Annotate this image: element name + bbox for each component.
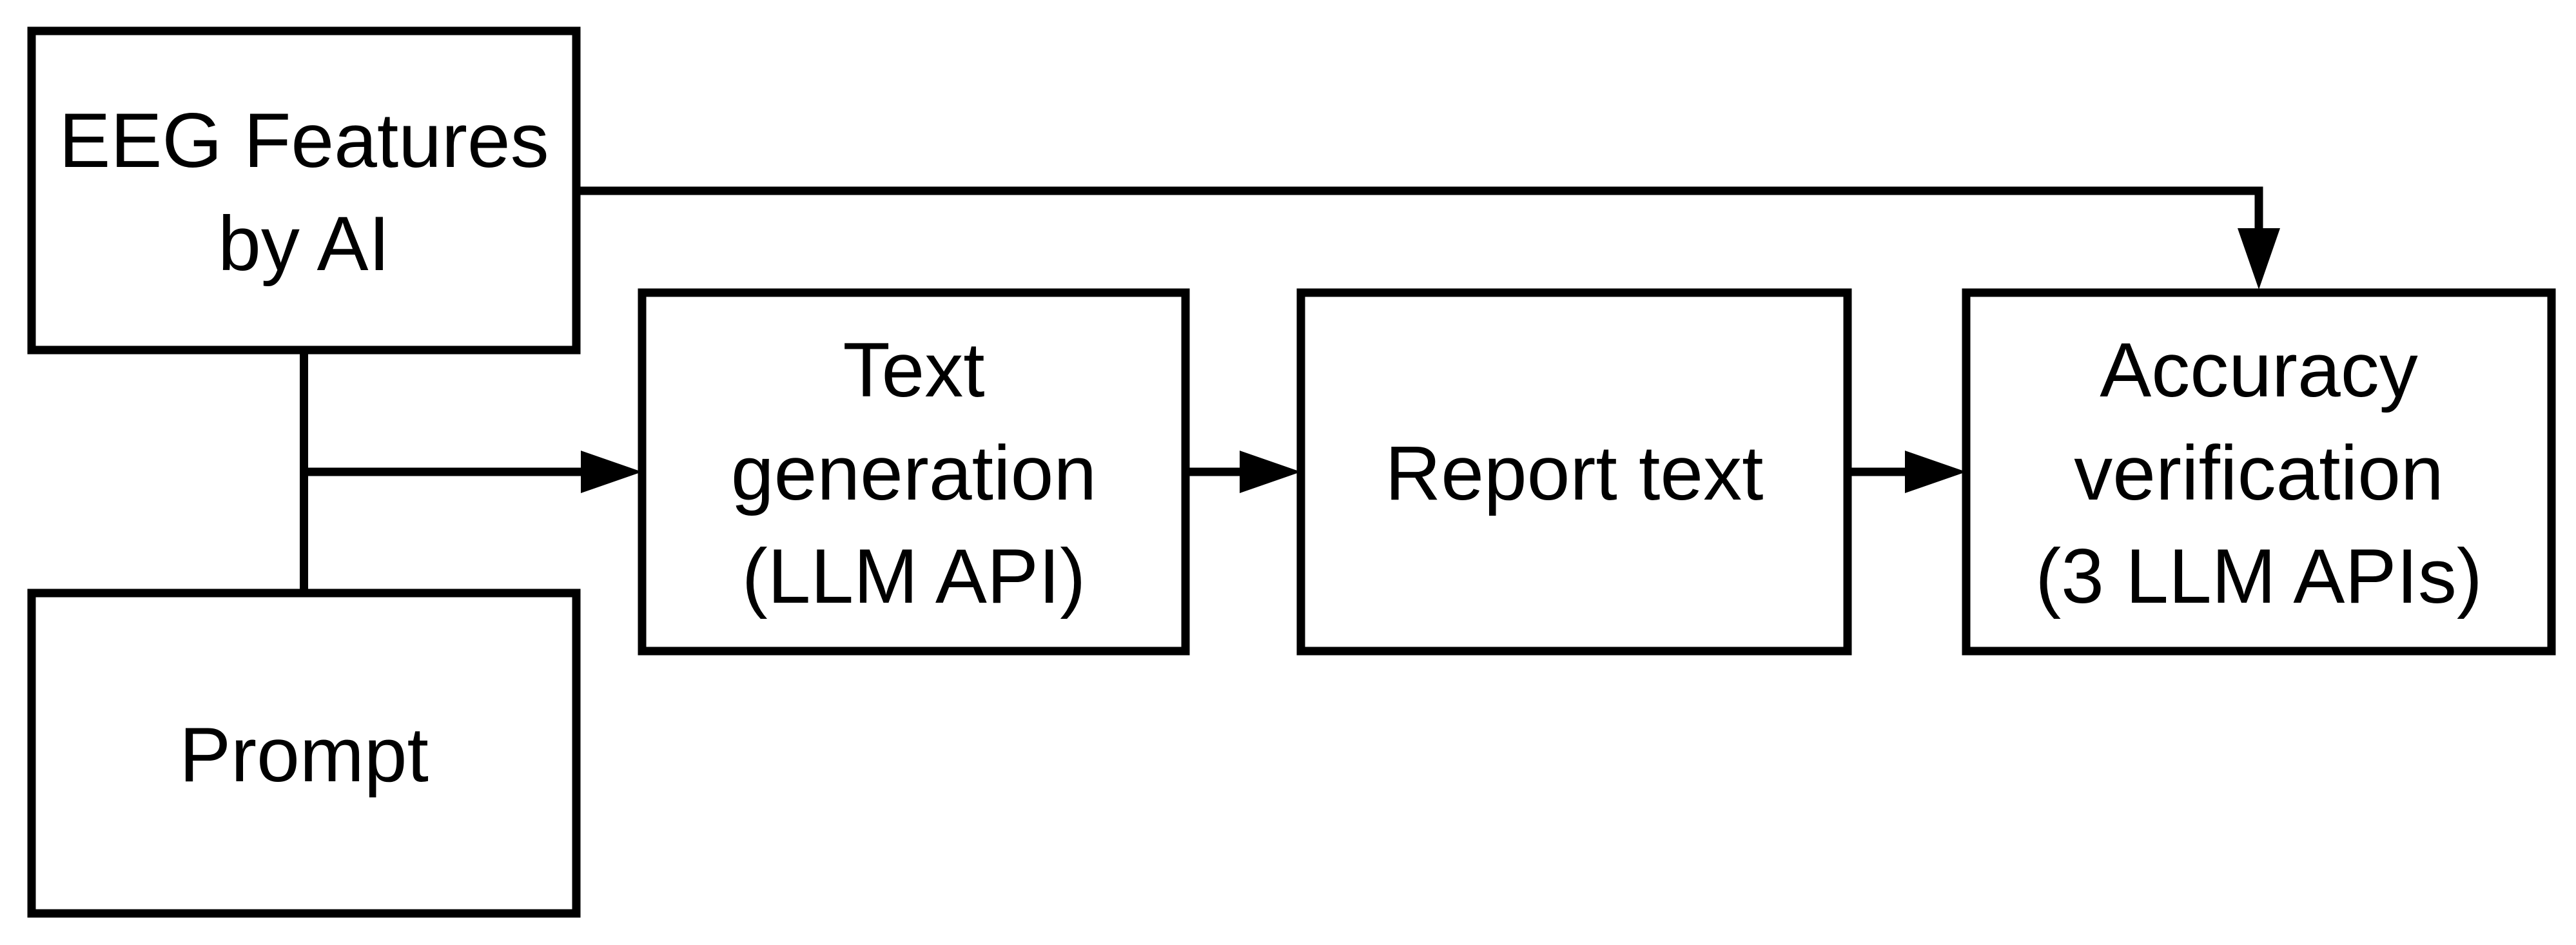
node-accuracy-verification-label-line-3: (3 LLM APIs): [2035, 533, 2483, 619]
edge-eeg-to-accuracy-arrowhead-icon: [2238, 228, 2280, 289]
node-text-generation-label-line-2: generation: [731, 430, 1097, 516]
node-eeg-features-label-line-2: by AI: [218, 200, 390, 287]
node-eeg-features: EEG Features by AI: [27, 26, 581, 355]
node-report-text-label: Report text: [1385, 430, 1764, 516]
node-prompt-label: Prompt: [179, 712, 429, 798]
edge-generation-to-report-arrowhead-icon: [1240, 451, 1301, 493]
node-report-text-box: [1296, 288, 1852, 656]
node-accuracy-verification-label-line-1: Accuracy: [2100, 327, 2417, 413]
node-eeg-features-box: [27, 26, 581, 355]
node-accuracy-verification-label-line-2: verification: [2074, 430, 2444, 516]
node-prompt: Prompt: [27, 589, 581, 918]
node-accuracy-verification-box: [1962, 288, 2556, 656]
node-text-generation: Text generation (LLM API): [638, 288, 1190, 656]
edge-merge-to-generation-arrowhead-icon: [581, 451, 642, 493]
node-eeg-features-label-line-1: EEG Features: [59, 97, 549, 184]
node-text-generation-label-line-3: (LLM API): [742, 533, 1086, 619]
node-text-generation-box: [638, 288, 1190, 656]
edge-report-to-accuracy-arrowhead-icon: [1905, 451, 1966, 493]
node-prompt-box: [27, 589, 581, 918]
node-text-generation-label-line-1: Text: [843, 327, 984, 413]
node-accuracy-verification: Accuracy verification (3 LLM APIs): [1962, 288, 2556, 656]
edge-eeg-to-accuracy: [574, 186, 2263, 231]
node-report-text: Report text: [1296, 288, 1852, 656]
